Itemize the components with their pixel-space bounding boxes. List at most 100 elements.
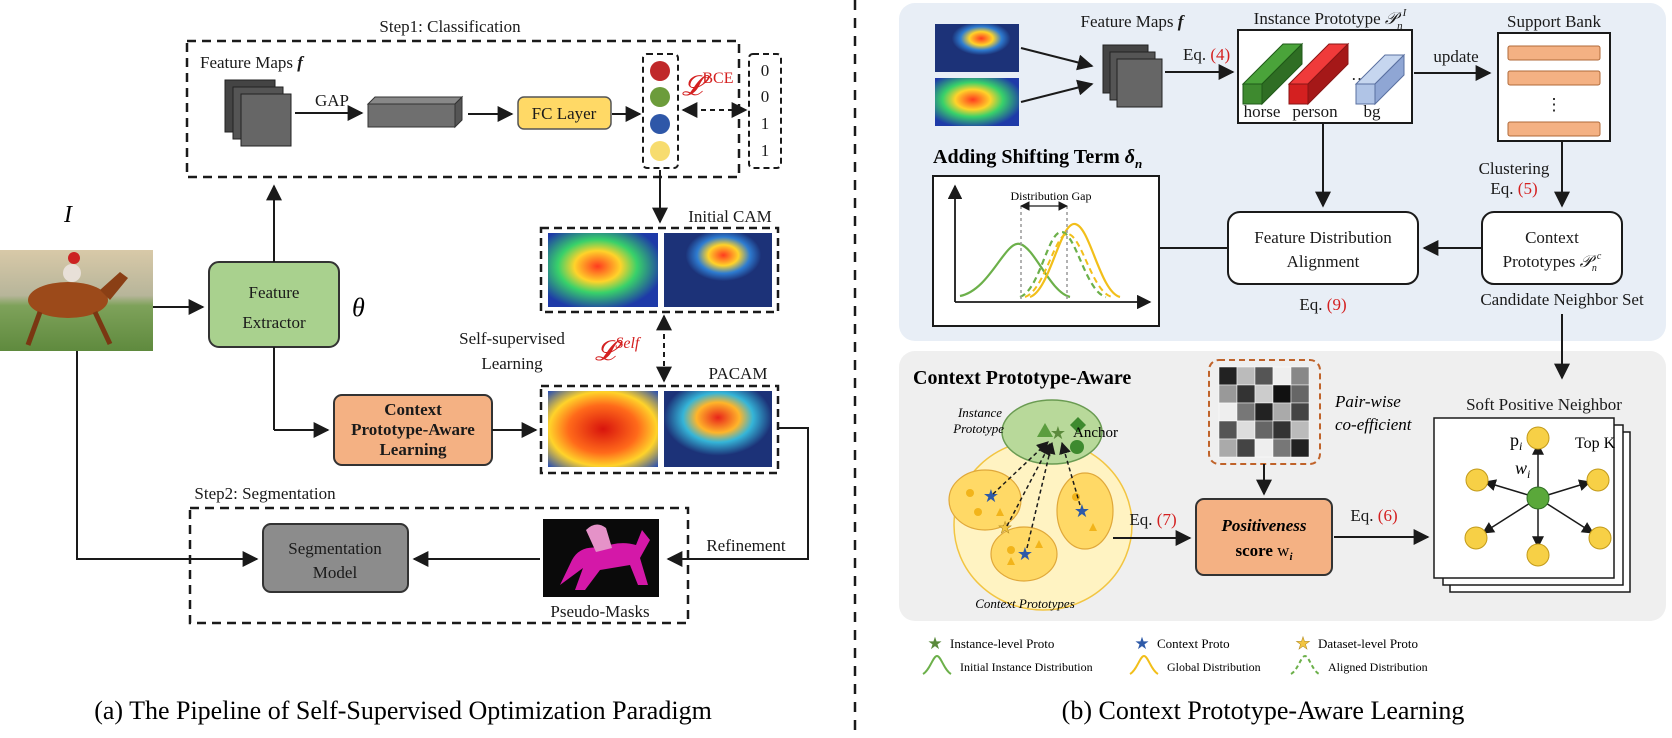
distribution-plot bbox=[947, 184, 1152, 310]
distribution-gap-label: Distribution Gap bbox=[1011, 189, 1092, 203]
legend-aligned-label: Aligned Distribution bbox=[1328, 660, 1428, 674]
context-prototypes-box bbox=[1481, 211, 1623, 285]
segmentation-model-label-2: Model bbox=[313, 563, 358, 582]
segmentation-model-box bbox=[262, 523, 409, 593]
step1-title: Step1: Classification bbox=[379, 17, 521, 36]
pairwise-matrix bbox=[1208, 359, 1321, 465]
feature-maps-label: Feature Maps f bbox=[200, 53, 305, 72]
soft-positive-title: Soft Positive Neighbor bbox=[1466, 395, 1622, 414]
context-prototypes-caption: Context Prototypes bbox=[975, 596, 1075, 611]
theta-label: θ bbox=[352, 293, 365, 322]
cpa-title: Context Prototype-Aware bbox=[913, 367, 1131, 389]
feature-maps-stack-icon bbox=[224, 79, 292, 147]
pairwise-cell bbox=[1218, 366, 1238, 386]
pairwise-label-2: co-efficient bbox=[1335, 415, 1413, 434]
feature-extractor-label-2: Extractor bbox=[242, 313, 306, 332]
pairwise-cell bbox=[1218, 420, 1238, 440]
feature-maps-stack-icon-b bbox=[1102, 44, 1163, 108]
pairwise-cell bbox=[1290, 402, 1310, 422]
svg-text:★: ★ bbox=[1074, 501, 1090, 521]
clustering-label: Clustering bbox=[1479, 159, 1550, 178]
legend-context-label: Context Proto bbox=[1157, 636, 1230, 651]
candidate-neighbor-set-label: Candidate Neighbor Set bbox=[1480, 290, 1644, 309]
context-prototypes-label-2: Prototypes 𝒫nc bbox=[1503, 251, 1602, 274]
pairwise-cell bbox=[1254, 402, 1274, 422]
support-bank-entry-1 bbox=[1507, 45, 1601, 61]
label-0: 0 bbox=[761, 61, 770, 80]
right-caption: (b) Context Prototype-Aware Learning bbox=[1062, 696, 1465, 725]
pairwise-cell bbox=[1290, 384, 1310, 404]
legend-global-curve-icon bbox=[1129, 654, 1159, 675]
logits-box bbox=[642, 53, 679, 169]
support-bank-entry-3 bbox=[1507, 121, 1601, 137]
support-bank-dots: ⋮ bbox=[1546, 95, 1563, 114]
pairwise-cell bbox=[1236, 384, 1256, 404]
logit-dot-yellow bbox=[650, 141, 670, 161]
fc-layer-label: FC Layer bbox=[532, 104, 597, 123]
initial-cam-label: Initial CAM bbox=[688, 207, 772, 226]
prototype-cluster: ★ ★ ★ ★ ★ bbox=[948, 399, 1133, 611]
cpal-panel: Feature Maps f Eq. (4) Instance Prototyp… bbox=[899, 3, 1666, 725]
initial-cam-box bbox=[539, 226, 780, 314]
pairwise-cell bbox=[1272, 438, 1292, 458]
instance-prototype-label-1: Instance bbox=[957, 405, 1002, 420]
legend-global-label: Global Distribution bbox=[1167, 660, 1261, 674]
segmentation-model-label-1: Segmentation bbox=[288, 539, 382, 558]
input-thumbnail-2 bbox=[935, 78, 1019, 126]
horse-prototype-bar bbox=[1241, 42, 1304, 106]
anchor-label: Anchor bbox=[1073, 425, 1118, 441]
person-prototype-bar bbox=[1287, 42, 1350, 106]
left-caption: (a) The Pipeline of Self-Supervised Opti… bbox=[94, 696, 712, 725]
cpal-label-3: Learning bbox=[379, 440, 447, 459]
fda-box bbox=[1227, 211, 1419, 285]
fc-layer-box bbox=[517, 96, 612, 130]
positiveness-label-1: Positiveness bbox=[1221, 516, 1307, 535]
pairwise-cell bbox=[1254, 420, 1274, 440]
pairwise-cell bbox=[1218, 384, 1238, 404]
person-label: person bbox=[1292, 102, 1338, 121]
w-i-label: wi bbox=[1515, 458, 1530, 481]
pairwise-cell bbox=[1236, 366, 1256, 386]
eq5-label: Eq. (5) bbox=[1490, 179, 1537, 198]
p-i-label: pi bbox=[1510, 430, 1522, 453]
fda-label-2: Alignment bbox=[1287, 252, 1360, 271]
pairwise-cell bbox=[1236, 402, 1256, 422]
label-1: 0 bbox=[761, 87, 770, 106]
initial-cam-image-1 bbox=[548, 233, 658, 307]
svg-text:★: ★ bbox=[1050, 423, 1066, 443]
legend-dataset-star-icon: ★ bbox=[1295, 634, 1310, 653]
neighbor-graph bbox=[1464, 426, 1612, 567]
step2-box bbox=[188, 506, 690, 625]
input-thumbnail-1 bbox=[935, 24, 1019, 72]
legend-initial-label: Initial Instance Distribution bbox=[960, 660, 1093, 674]
self-supervised-label-2: Learning bbox=[481, 354, 543, 373]
eq6-label: Eq. (6) bbox=[1350, 506, 1397, 525]
legend-instance-label: Instance-level Proto bbox=[950, 636, 1054, 651]
context-prototypes-label-1: Context bbox=[1525, 228, 1579, 247]
svg-text:★: ★ bbox=[983, 486, 999, 506]
pairwise-cell bbox=[1254, 366, 1274, 386]
pairwise-cell bbox=[1290, 438, 1310, 458]
logit-dot-red bbox=[650, 61, 670, 81]
pairwise-cell bbox=[1290, 420, 1310, 440]
pairwise-cell bbox=[1254, 384, 1274, 404]
instance-prototype-label-2: Prototype bbox=[952, 421, 1004, 436]
soft-positive-box bbox=[1433, 417, 1615, 579]
legend-instance-star-icon: ★ bbox=[927, 634, 942, 653]
pairwise-cell bbox=[1236, 438, 1256, 458]
refinement-label: Refinement bbox=[706, 536, 786, 555]
self-supervised-label-1: Self-supervised bbox=[459, 329, 565, 348]
pseudo-mask-image bbox=[543, 519, 659, 597]
label-2: 1 bbox=[761, 114, 770, 133]
eq9-label: Eq. (9) bbox=[1299, 295, 1346, 314]
eq7-label: Eq. (7) bbox=[1129, 510, 1176, 529]
pacam-label: PACAM bbox=[709, 364, 768, 383]
logit-dot-green bbox=[650, 87, 670, 107]
distribution-plot-box bbox=[932, 175, 1160, 327]
fda-label-1: Feature Distribution bbox=[1254, 228, 1392, 247]
pairwise-cell bbox=[1290, 366, 1310, 386]
legend: ★ Instance-level Proto ★ Context Proto ★… bbox=[922, 634, 1428, 675]
bg-label: bg bbox=[1364, 102, 1382, 121]
global-curve bbox=[1029, 222, 1121, 299]
pacam-image-1 bbox=[548, 391, 658, 467]
